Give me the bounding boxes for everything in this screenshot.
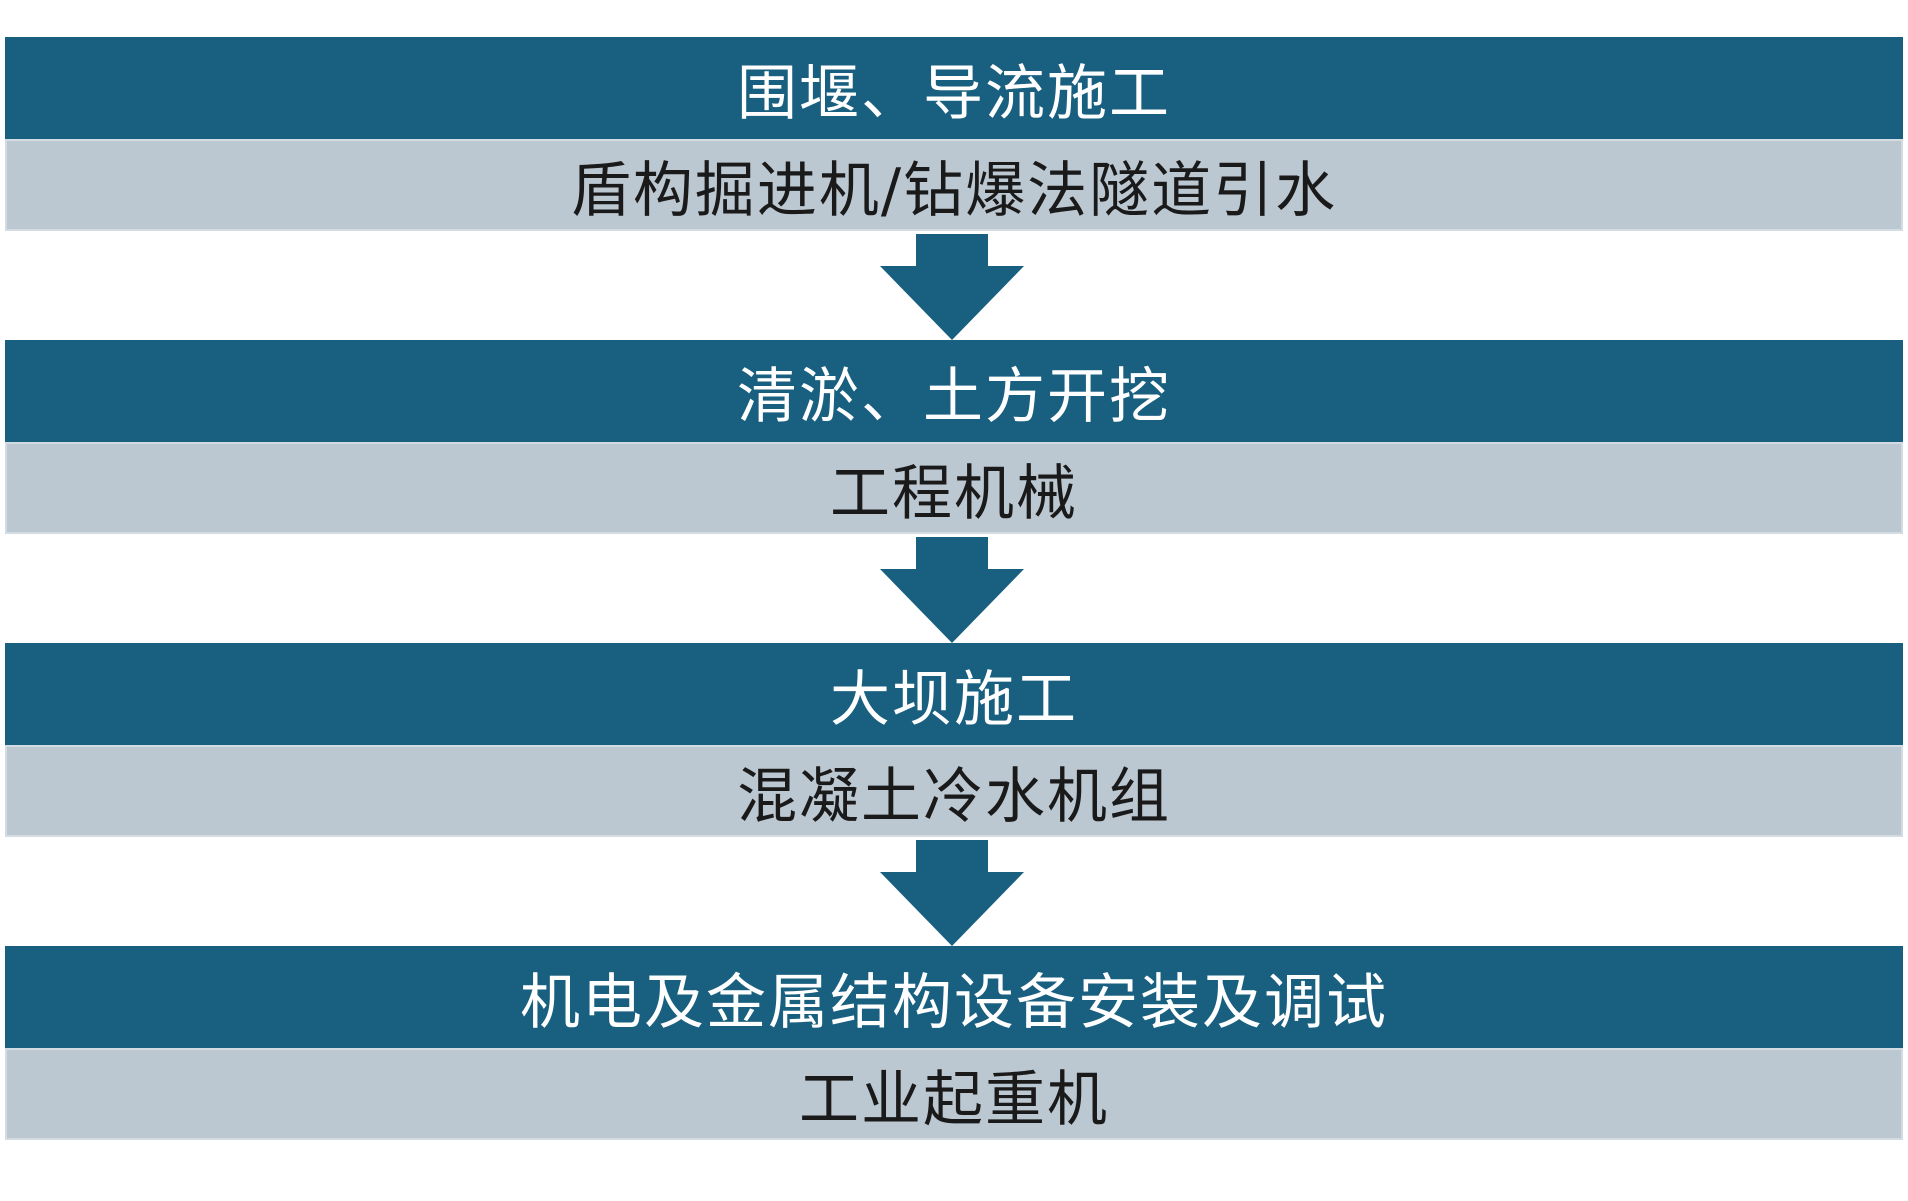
stage-title: 机电及金属结构设备安装及调试 [5, 946, 1903, 1048]
stage-equipment: 工业起重机 [5, 1048, 1903, 1140]
stage-1: 围堰、导流施工 盾构掘进机/钻爆法隧道引水 [5, 37, 1903, 231]
down-arrow-icon [880, 537, 1024, 643]
stage-4: 机电及金属结构设备安装及调试 工业起重机 [5, 946, 1903, 1140]
stage-title: 大坝施工 [5, 643, 1903, 745]
down-arrow-icon [880, 234, 1024, 340]
down-arrow-icon [880, 840, 1024, 946]
stage-equipment: 混凝土冷水机组 [5, 745, 1903, 837]
stage-equipment: 盾构掘进机/钻爆法隧道引水 [5, 139, 1903, 231]
stage-title: 清淤、土方开挖 [5, 340, 1903, 442]
stage-title: 围堰、导流施工 [5, 37, 1903, 139]
stage-3: 大坝施工 混凝土冷水机组 [5, 643, 1903, 837]
stage-equipment: 工程机械 [5, 442, 1903, 534]
stage-2: 清淤、土方开挖 工程机械 [5, 340, 1903, 534]
